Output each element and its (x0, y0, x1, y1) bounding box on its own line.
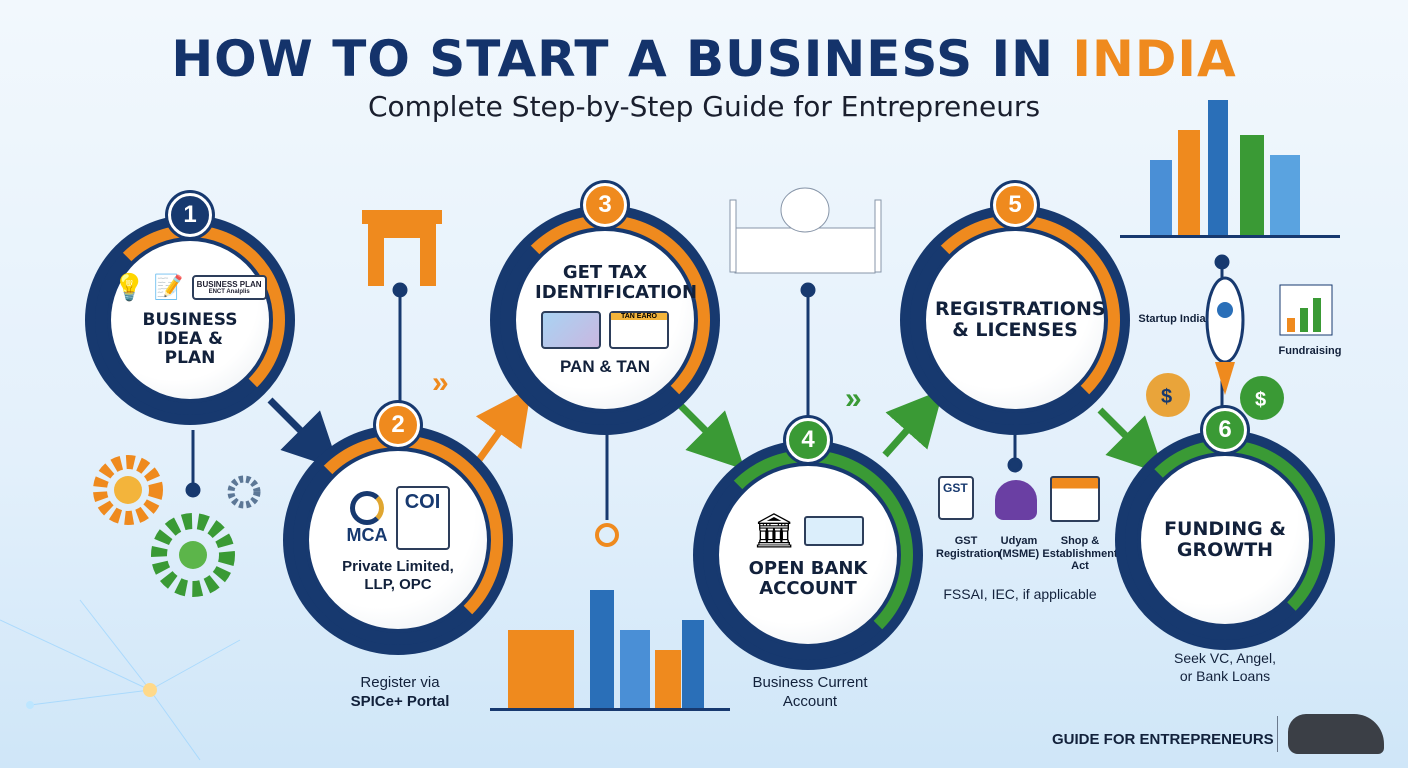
shop-icon (1050, 476, 1100, 522)
step-number-badge: 4 (786, 418, 830, 462)
chevron-icon: » (845, 382, 862, 415)
cheque-icon (803, 516, 864, 547)
step-number-badge: 1 (168, 193, 212, 237)
certificate-of-incorporation-icon: COI (395, 486, 450, 550)
step-6-funding: 6 FUNDING & GROWTH (1115, 408, 1335, 650)
step-title: REGISTRATIONS & LICENSES (935, 298, 1106, 341)
step-content: GET TAX IDENTIFICATION TAN EARO PAN & TA… (516, 231, 698, 409)
step-title: GET TAX IDENTIFICATION (535, 262, 698, 303)
gear-icon (151, 513, 235, 597)
step-5-registrations: 5 REGISTRATIONS & LICENSES (900, 183, 1130, 435)
step-number-badge: 3 (583, 183, 627, 227)
india-gate-icon (362, 210, 442, 286)
arrow-3-4 (677, 402, 745, 470)
step-content: 🏛 OPEN BANK ACCOUNT (719, 466, 897, 644)
glow-node (26, 701, 34, 709)
lightbulb-icon: 💡 (113, 272, 146, 303)
step-content: REGISTRATIONS & LICENSES (926, 231, 1106, 409)
taj-mahal-icon (729, 187, 882, 274)
money-bag-icon: $ (1240, 376, 1284, 420)
mca-logo: MCA (347, 490, 388, 546)
city-skyline-icon (1120, 100, 1340, 238)
step-4-bank-account: 4 🏛 OPEN BANK ACCOUNT (693, 418, 923, 670)
shop-establishment-label: Shop & Establishment Act (1042, 535, 1118, 573)
fundraising-label: Fundraising (1278, 345, 1342, 357)
step-icons: MCA COI (347, 486, 450, 550)
growth-chart-icon (1279, 284, 1333, 336)
step-3-tax-identification: 3 GET TAX IDENTIFICATION TAN EARO PAN & … (490, 183, 720, 435)
udyam-label: Udyam (MSME) (998, 535, 1040, 560)
page-title: HOW TO START A BUSINESS IN INDIA (0, 30, 1408, 88)
step-4-caption: Business Current Account (752, 674, 868, 710)
ring-decoration (595, 523, 619, 547)
arrow-5-6 (1097, 407, 1165, 475)
startup-india-label: Startup India (1138, 313, 1206, 325)
gst-icon: GST (938, 476, 974, 520)
step-6-caption: Seek VC, Angel,or Bank Loans (1174, 650, 1276, 684)
notepad-icon: 📝 (153, 274, 184, 302)
footer-divider (1277, 716, 1278, 752)
step-number-badge: 2 (376, 403, 420, 447)
gear-icon (93, 455, 163, 525)
city-skyline-icon (490, 590, 730, 711)
title-accent: INDIA (1072, 30, 1237, 88)
bank-icon: 🏛 (752, 512, 796, 551)
step-icons: 🏛 (752, 511, 864, 551)
chevron-icon: » (432, 366, 449, 399)
step-title: OPEN BANK ACCOUNT (748, 558, 868, 599)
step-subtitle: PAN & TAN (559, 356, 651, 376)
footer-label: GUIDE FOR ENTREPRENEURS (1052, 731, 1274, 748)
step-title: Private Limited, LLP, OPC (342, 558, 454, 593)
rocket-icon (1205, 276, 1245, 395)
money-bag-icon: $ (1146, 373, 1190, 417)
arrow-1-2 (267, 397, 340, 470)
pan-card-icon (541, 310, 601, 349)
step-title: FUNDING & GROWTH (1164, 518, 1286, 561)
step-title: BUSINESS IDEA & PLAN (142, 310, 238, 368)
tan-card-icon: TAN EARO (609, 310, 669, 349)
udyam-shell-icon (995, 480, 1037, 520)
step-icons: TAN EARO (541, 310, 669, 349)
make-in-india-lion-logo (1288, 714, 1384, 754)
step-content: MCA COI Private Limited, LLP, OPC (309, 451, 487, 629)
title-main: HOW TO START A BUSINESS IN (171, 30, 1073, 88)
gear-icon (227, 475, 261, 509)
svg-text:$: $ (1161, 386, 1172, 408)
page-subtitle: Complete Step-by-Step Guide for Entrepre… (367, 90, 1041, 123)
svg-text:$: $ (1255, 389, 1266, 411)
step-number-badge: 5 (993, 183, 1037, 227)
step-number-badge: 6 (1203, 408, 1247, 452)
gst-registration-label: GST Registration (936, 535, 1001, 560)
glow-node (143, 683, 157, 697)
step-5-note: FSSAI, IEC, if applicable (943, 586, 1097, 602)
arrow-4-5 (882, 389, 944, 458)
step-content: FUNDING & GROWTH (1141, 456, 1309, 624)
step-2-company-registration: 2 MCA COI Private Limited, LLP, OPC (283, 403, 513, 655)
network-decoration (0, 599, 241, 761)
